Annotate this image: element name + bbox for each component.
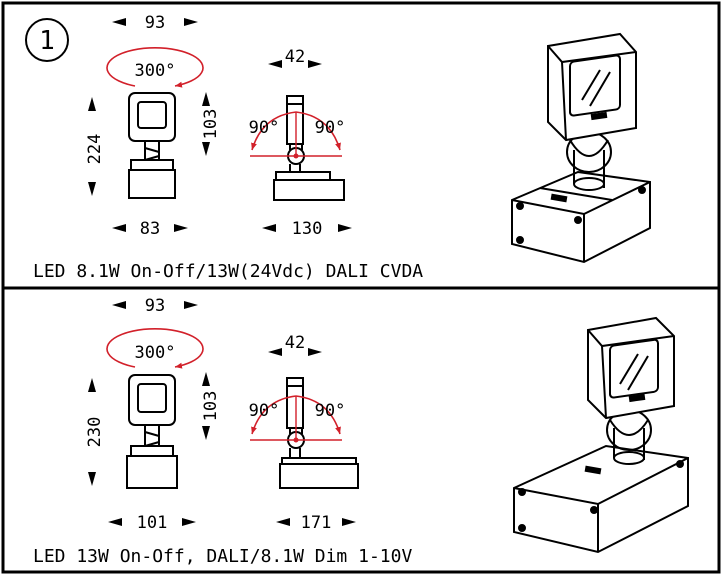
tilt-right-label: 90°: [315, 401, 346, 421]
height-label: 224: [85, 134, 105, 165]
rotation-label: 300°: [135, 61, 176, 81]
height-label: 230: [85, 417, 105, 448]
dim-top-width: 93: [112, 296, 198, 316]
side-depth-label: 171: [301, 513, 332, 533]
rotation-indicator: 300°: [106, 328, 204, 369]
base-width-label: 101: [137, 513, 168, 533]
tilt-left-label: 90°: [249, 118, 280, 138]
dim-head-height: 103: [201, 92, 221, 156]
base-width-label: 83: [140, 219, 160, 239]
side-width-label: 42: [285, 333, 305, 353]
head-height-label: 103: [201, 391, 221, 422]
front-view: [128, 92, 176, 199]
dim-head-height: 103: [201, 372, 221, 440]
section-1-caption: LED 8.1W On-Off/13W(24Vdc) DALI CVDA: [33, 261, 423, 282]
rotation-label: 300°: [135, 343, 176, 363]
front-view: [126, 374, 178, 489]
dim-side-width: 42: [268, 47, 322, 68]
top-width-label: 93: [145, 296, 165, 316]
side-width-label: 42: [285, 47, 305, 67]
dim-side-depth: 130: [262, 219, 352, 239]
side-view: [273, 95, 345, 201]
dim-side-depth: 171: [276, 513, 356, 533]
dim-top-width: 93: [112, 13, 198, 33]
dim-base-width: 101: [108, 513, 196, 533]
dim-side-width: 42: [268, 333, 322, 356]
tilt-right-label: 90°: [315, 118, 346, 138]
tilt-indicator: 90° 90°: [249, 111, 346, 159]
dim-base-width: 83: [112, 219, 188, 239]
dim-height: 224: [85, 97, 105, 196]
side-view: [279, 377, 359, 489]
isometric-view: [513, 316, 689, 554]
section-badge: [25, 18, 69, 62]
section-1: 93 300° 224 103: [33, 13, 651, 282]
tilt-indicator: 90° 90°: [249, 395, 346, 443]
badge-number: 1: [39, 26, 55, 56]
isometric-view: [511, 32, 651, 264]
side-depth-label: 130: [292, 219, 323, 239]
section-2-caption: LED 13W On-Off, DALI/8.1W Dim 1-10V: [33, 546, 412, 567]
section-2: 93 300° 230 103: [33, 296, 689, 567]
rotation-indicator: 300°: [106, 47, 204, 88]
top-width-label: 93: [145, 13, 165, 33]
tilt-left-label: 90°: [249, 401, 280, 421]
dim-height: 230: [85, 378, 105, 486]
head-height-label: 103: [201, 109, 221, 140]
